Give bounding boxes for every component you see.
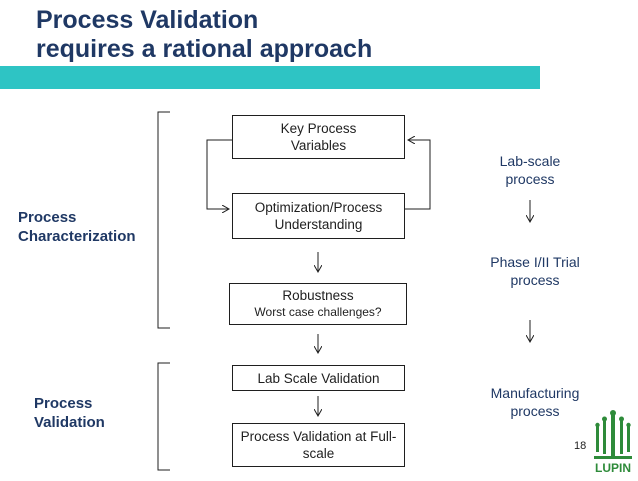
robustness-subtitle: Worst case challenges?	[254, 305, 382, 319]
robustness-title: Robustness	[282, 288, 354, 303]
right-loop-arrow	[405, 140, 431, 210]
accent-bar	[0, 66, 540, 89]
full-scale-validation-text: Process Validation at Full-scale	[240, 429, 397, 461]
lupin-logo-icon: LUPIN	[594, 410, 632, 475]
left-loop-arrow	[206, 139, 232, 209]
validation-line-2: Validation	[34, 414, 105, 431]
manufacturing-line-1: Manufacturing	[490, 385, 580, 401]
process-validation-label: Process Validation	[34, 394, 105, 432]
optimization-box: Optimization/Process Understanding	[232, 193, 405, 239]
validation-line-1: Process	[34, 395, 93, 412]
lupin-logo-text: LUPIN	[595, 461, 631, 475]
phase-line-1: Phase I/II Trial	[490, 254, 580, 270]
manufacturing-line-2: process	[510, 403, 560, 419]
lupin-logo: LUPIN	[590, 408, 636, 476]
process-characterization-label: Process Characterization	[18, 208, 136, 246]
optimization-text: Optimization/Process Understanding	[254, 200, 383, 232]
full-scale-validation-box: Process Validation at Full-scale	[232, 423, 405, 467]
phase-trial-process-label: Phase I/II Trial process	[465, 253, 605, 289]
characterization-line-1: Process	[18, 209, 77, 226]
lab-scale-line-1: Lab-scale	[499, 153, 561, 169]
validation-bracket	[157, 362, 170, 471]
lab-scale-process-label: Lab-scale process	[470, 152, 590, 188]
characterization-line-2: Characterization	[18, 228, 136, 245]
slide-title: Process Validation requires a rational a…	[36, 6, 596, 64]
title-line-2: requires a rational approach	[36, 35, 373, 63]
key-process-variables-text: Key Process Variables	[280, 121, 357, 153]
key-process-variables-box: Key Process Variables	[232, 115, 405, 159]
title-line-1: Process Validation	[36, 6, 259, 34]
robustness-box: Robustness Worst case challenges?	[229, 283, 407, 325]
lab-scale-line-2: process	[505, 171, 555, 187]
lab-scale-validation-text: Lab Scale Validation	[257, 370, 380, 386]
page-number: 18	[574, 440, 587, 452]
manufacturing-process-label: Manufacturing process	[465, 384, 605, 420]
lab-scale-validation-box: Lab Scale Validation	[232, 365, 405, 391]
characterization-bracket	[157, 111, 170, 329]
phase-line-2: process	[510, 272, 560, 288]
